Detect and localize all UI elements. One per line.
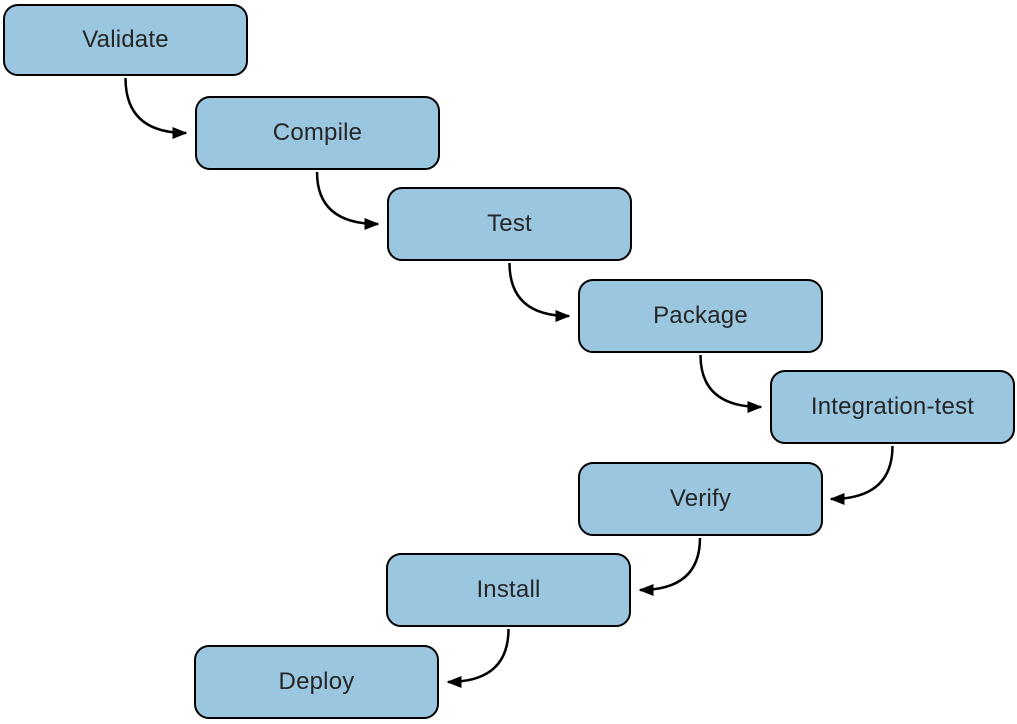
node-compile-label: Compile [272,119,363,146]
node-validate: Validate [3,4,248,76]
node-install: Install [386,553,631,627]
arrow-verify-to-install [638,537,702,596]
node-verify-label: Verify [669,485,732,512]
node-integration-test: Integration-test [770,370,1015,444]
arrow-test-to-package [508,262,571,322]
node-verify: Verify [578,462,823,536]
node-install-label: Install [476,576,541,603]
node-test-label: Test [487,210,532,237]
node-deploy: Deploy [194,645,439,719]
node-package: Package [578,279,823,353]
arrow-install-to-deploy [446,628,510,688]
node-deploy-label: Deploy [278,668,355,695]
arrow-package-to-integration-test [699,354,763,413]
arrow-compile-to-test [315,171,380,230]
node-integration-test-label: Integration-test [810,393,975,420]
arrow-validate-to-compile [124,77,188,139]
node-compile: Compile [195,96,440,170]
node-validate-label: Validate [82,26,169,53]
node-test: Test [387,187,632,261]
arrow-integration-test-to-verify [829,445,894,505]
node-package-label: Package [653,302,748,329]
